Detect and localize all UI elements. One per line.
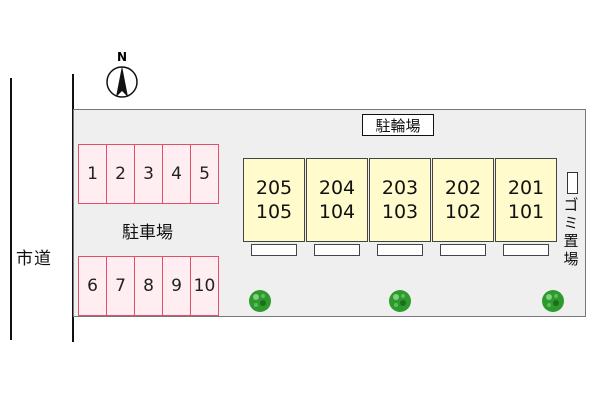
tree-icon bbox=[389, 290, 411, 312]
unit-upper-number: 204 bbox=[318, 177, 356, 199]
parking-stall-9: 9 bbox=[162, 256, 191, 316]
parking-stall-10: 10 bbox=[190, 256, 219, 316]
stall-number: 10 bbox=[193, 276, 216, 296]
parking-stall-4: 4 bbox=[162, 144, 191, 204]
entrance-step bbox=[377, 244, 423, 256]
tree-icon bbox=[542, 290, 564, 312]
parking-stall-8: 8 bbox=[134, 256, 163, 316]
parking-stall-3: 3 bbox=[134, 144, 163, 204]
unit-205-105: 205 105 bbox=[243, 158, 305, 242]
stall-number: 8 bbox=[143, 276, 154, 296]
entrance-step bbox=[440, 244, 486, 256]
parking-stall-6: 6 bbox=[78, 256, 107, 316]
trash-area-box bbox=[567, 172, 578, 194]
unit-upper-number: 203 bbox=[381, 177, 419, 199]
unit-lower-number: 101 bbox=[507, 201, 545, 223]
unit-upper-number: 201 bbox=[507, 177, 545, 199]
trash-label-char: ゴ bbox=[563, 196, 579, 214]
parking-label: 駐車場 bbox=[122, 223, 173, 243]
compass-north-label: N bbox=[117, 50, 127, 64]
compass-icon: N bbox=[106, 50, 138, 98]
unit-202-102: 202 102 bbox=[432, 158, 494, 242]
unit-lower-number: 105 bbox=[255, 201, 293, 223]
stall-number: 7 bbox=[115, 276, 126, 296]
entrance-step bbox=[503, 244, 549, 256]
stall-number: 2 bbox=[115, 164, 126, 184]
north-compass: N bbox=[104, 50, 140, 104]
stall-number: 6 bbox=[87, 276, 98, 296]
trash-label-char: 場 bbox=[563, 250, 579, 268]
unit-203-103: 203 103 bbox=[369, 158, 431, 242]
road-edge-line-left bbox=[10, 78, 12, 340]
road-label: 市道 bbox=[16, 249, 52, 269]
entrance-step bbox=[314, 244, 360, 256]
unit-lower-number: 103 bbox=[381, 201, 419, 223]
stall-number: 9 bbox=[171, 276, 182, 296]
stall-number: 3 bbox=[143, 164, 154, 184]
parking-stall-5: 5 bbox=[190, 144, 219, 204]
unit-lower-number: 102 bbox=[444, 201, 482, 223]
trash-label-char: 置 bbox=[563, 232, 579, 250]
trash-label-char: ミ bbox=[563, 214, 579, 232]
unit-204-104: 204 104 bbox=[306, 158, 368, 242]
tree-icon bbox=[249, 290, 271, 312]
unit-upper-number: 205 bbox=[255, 177, 293, 199]
parking-stall-1: 1 bbox=[78, 144, 107, 204]
parking-stall-2: 2 bbox=[106, 144, 135, 204]
entrance-step bbox=[251, 244, 297, 256]
stall-number: 4 bbox=[171, 164, 182, 184]
unit-upper-number: 202 bbox=[444, 177, 482, 199]
stall-number: 1 bbox=[87, 164, 98, 184]
trash-area-label: ゴミ置場 bbox=[561, 196, 581, 268]
stall-number: 5 bbox=[199, 164, 210, 184]
unit-201-101: 201 101 bbox=[495, 158, 557, 242]
unit-lower-number: 104 bbox=[318, 201, 356, 223]
parking-stall-7: 7 bbox=[106, 256, 135, 316]
bicycle-parking-label: 駐輪場 bbox=[362, 114, 434, 136]
